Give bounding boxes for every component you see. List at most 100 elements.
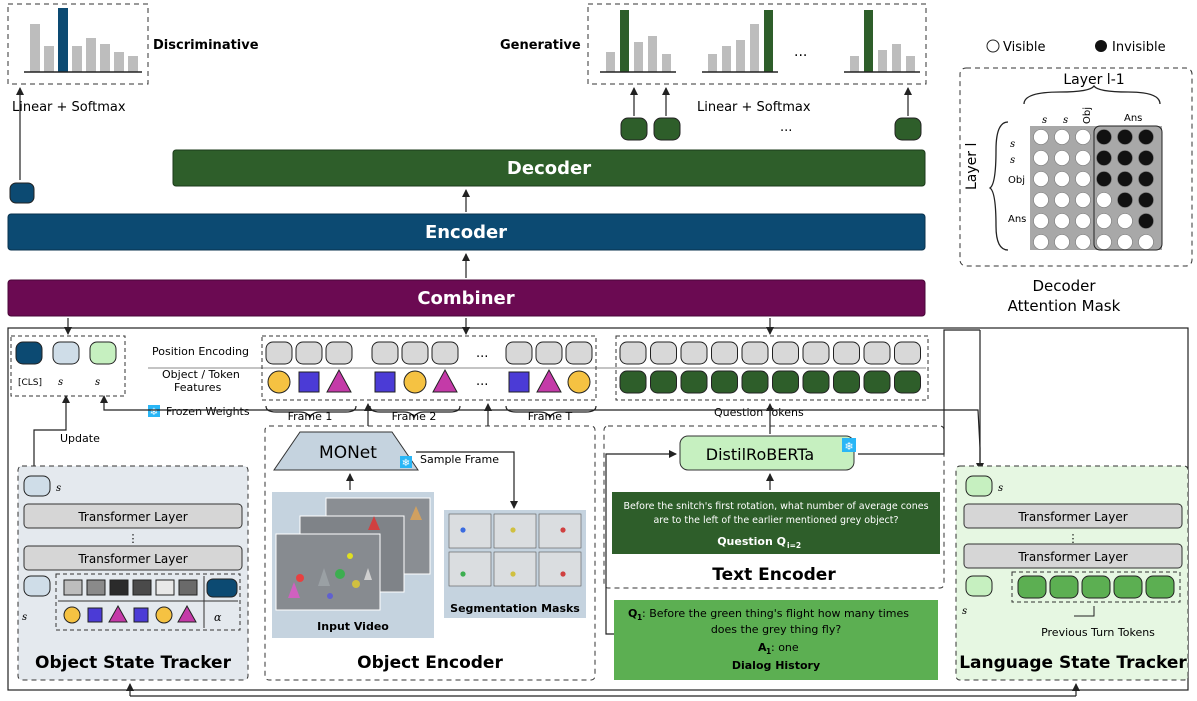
input-video-label: Input Video (317, 620, 389, 633)
prev-turn-token (1145, 575, 1175, 599)
obj-pos-token (295, 341, 323, 365)
ost-alpha-label: α (214, 611, 222, 624)
row-obj-label: Obj (1008, 175, 1025, 186)
col-obj-label: Obj (1082, 107, 1093, 124)
q-feat-token (741, 370, 769, 394)
question-label: Question Q (717, 535, 786, 548)
mask-cell-1-1 (1054, 150, 1070, 166)
mask-cell-1-5 (1138, 150, 1154, 166)
history-a-sub: 1 (766, 647, 771, 656)
history-a-label: A (758, 641, 767, 654)
ost-layer-bottom: Transformer Layer (77, 552, 187, 566)
mask-cell-5-1 (1054, 234, 1070, 250)
mask-cell-4-4 (1117, 213, 1133, 229)
mask-cell-5-3 (1096, 234, 1112, 250)
svg-text:❄: ❄ (844, 440, 853, 453)
lst-sl-prev-label: s (962, 606, 967, 617)
row-so-label: s (1010, 139, 1015, 150)
row-sl-label: s (1010, 155, 1015, 166)
sl-token-label: s (95, 377, 100, 388)
q-feat-token (894, 370, 921, 394)
question-sub: i=2 (787, 541, 801, 550)
frameT-label: Frame T (528, 410, 573, 423)
lst-title: Language State Tracker (959, 653, 1187, 673)
segmentation-grid (448, 513, 582, 587)
visibility-legend: Visible Invisible (986, 39, 1166, 55)
text-encoder-title: Text Encoder (712, 565, 836, 585)
generative-label: Generative (500, 38, 581, 53)
mask-cell-5-2 (1075, 234, 1091, 250)
q-pos-token (772, 341, 799, 365)
state-token-group: [CLS] s s (10, 318, 774, 397)
history-q-sub: 1 (637, 613, 642, 622)
prev-turn-token (1113, 575, 1143, 599)
history-q-label: Q (628, 607, 637, 620)
obj-pos-token (535, 341, 563, 365)
text-encoder: DistilRoBERTa ❄ Before the snitch's firs… (603, 329, 984, 635)
obj-pos-token (431, 341, 459, 365)
feature-triangle (432, 368, 458, 393)
dialog-history: Q 1 : Before the green thing's flight ho… (614, 600, 938, 680)
feature-square (298, 371, 320, 393)
generative-bar-chart-3 (844, 10, 920, 73)
q-pos-token (863, 341, 891, 365)
prev-turn-token (1017, 575, 1047, 599)
lst-sl-label: s (998, 483, 1003, 494)
mask-cell-2-5 (1138, 171, 1154, 187)
feature-square (374, 371, 396, 393)
mask-cell-0-4 (1117, 129, 1133, 145)
svg-text:❄: ❄ (150, 407, 158, 418)
mask-cell-5-4 (1117, 234, 1133, 250)
prev-turn-token (1081, 575, 1111, 599)
q-pos-token (650, 341, 677, 365)
mask-cell-4-5 (1138, 213, 1154, 229)
feature-triangle (536, 368, 562, 393)
q-pos-token (833, 341, 860, 365)
q-feat-token (650, 370, 677, 394)
ost-state-swatch (109, 579, 129, 596)
obj-pos-token (505, 341, 533, 365)
attention-mask-panel: Layer l-1 s s Obj Ans Layer l s s Obj An… (959, 67, 1193, 315)
mask-cell-4-1 (1054, 213, 1070, 229)
question-tokens-label: Question Tokens (714, 406, 804, 419)
mask-cell-2-0 (1033, 171, 1049, 187)
mask-cell-2-3 (1096, 171, 1112, 187)
gen-output-token-1 (620, 117, 648, 141)
mask-cell-0-0 (1033, 129, 1049, 145)
feature-circle (403, 370, 427, 394)
legend-visible: Visible (1003, 40, 1045, 55)
col-sl-label: s (1063, 115, 1068, 126)
q-feat-token (711, 370, 738, 394)
frame1-label: Frame 1 (288, 410, 333, 423)
feature-square (508, 371, 530, 393)
mask-cell-4-0 (1033, 213, 1049, 229)
mask-cell-3-2 (1075, 192, 1091, 208)
mask-caption-2: Attention Mask (1008, 297, 1121, 315)
history-q-text-1: : Before the green thing's flight how ma… (642, 607, 909, 620)
distilroberta-label: DistilRoBERTa (706, 445, 814, 464)
mask-cell-2-2 (1075, 171, 1091, 187)
svg-text:❄: ❄ (402, 458, 410, 469)
ost-dots: ⋮ (128, 532, 139, 545)
prev-turn-token (1049, 575, 1079, 599)
discriminative-head: Discriminative Linear + Softmax (7, 3, 259, 204)
object-encoder-title: Object Encoder (357, 653, 503, 673)
video-frame-stack (275, 497, 431, 611)
decoder-label: Decoder (507, 158, 591, 179)
mask-cell-4-2 (1075, 213, 1091, 229)
q-feat-token (619, 370, 647, 394)
mask-cell-5-0 (1033, 234, 1049, 250)
cls-output-token (9, 182, 35, 204)
discriminative-label: Discriminative (153, 38, 259, 53)
mask-cell-1-4 (1117, 150, 1133, 166)
decoder-block: Decoder (172, 149, 926, 187)
seg-masks-label: Segmentation Masks (450, 602, 580, 615)
cls-label: [CLS] (18, 378, 42, 388)
frozen-legend-icon (148, 405, 160, 417)
object-encoder: MONet ❄ Sample Frame Input Video (264, 403, 596, 681)
history-q-text-2: does the grey thing fly? (711, 623, 842, 636)
object-state-tracker: s Transformer Layer ⋮ Transformer Layer … (17, 465, 249, 681)
encoder-block: Encoder (7, 213, 926, 251)
q-pos-token (619, 341, 647, 365)
